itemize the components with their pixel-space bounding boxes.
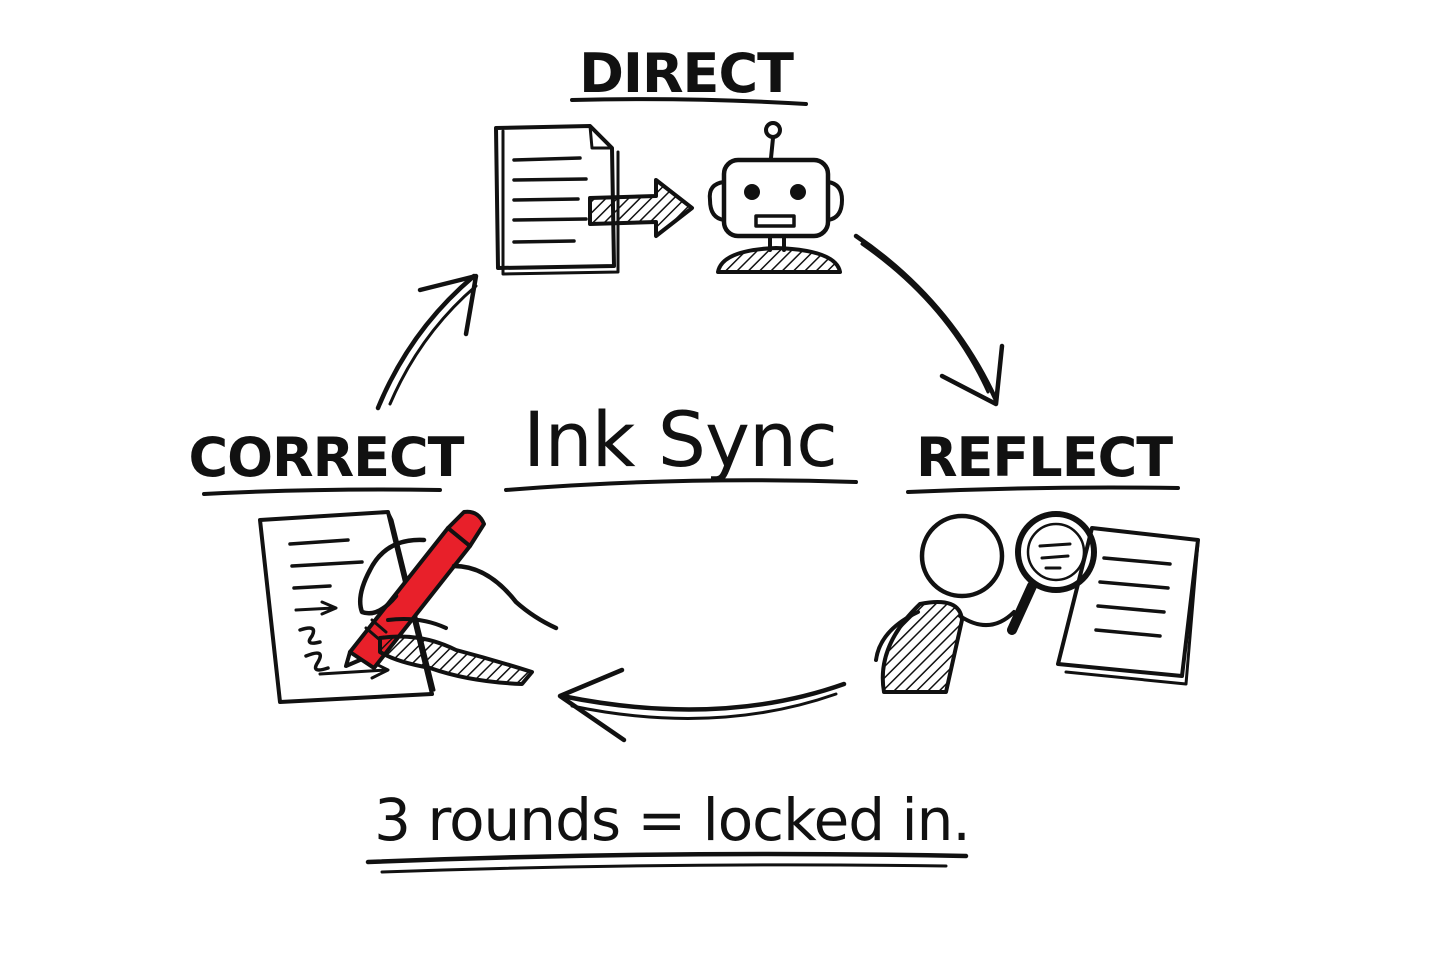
step-correct: CORRECT xyxy=(188,426,559,704)
step-correct-underline xyxy=(202,487,442,496)
footer-text: 3 rounds = locked in. xyxy=(374,786,970,854)
diagram-title: Ink Sync xyxy=(504,395,858,492)
hand-pen-icon xyxy=(344,509,559,686)
arrow-reflect-to-correct xyxy=(557,667,847,743)
footer-caption: 3 rounds = locked in. xyxy=(365,786,971,874)
diagram-title-text: Ink Sync xyxy=(523,395,837,484)
footer-underline-second xyxy=(380,863,948,874)
step-direct-label: DIRECT xyxy=(579,42,794,105)
step-reflect: REFLECT xyxy=(874,426,1200,694)
diagram-title-underline xyxy=(504,478,858,492)
step-direct-underline xyxy=(570,97,808,106)
step-reflect-label: REFLECT xyxy=(916,426,1173,489)
document-icon xyxy=(1056,526,1200,686)
footer-underline xyxy=(365,851,969,865)
arrow-correct-to-direct xyxy=(375,273,479,411)
step-correct-label: CORRECT xyxy=(188,426,464,489)
arrow-direct-to-reflect xyxy=(853,233,1005,407)
step-direct: DIRECT xyxy=(494,42,844,276)
person-icon xyxy=(874,513,1016,694)
magnifier-icon xyxy=(1007,511,1097,635)
arrow-right-icon xyxy=(588,178,694,238)
step-reflect-underline xyxy=(906,485,1180,494)
robot-icon xyxy=(707,121,844,274)
document-icon xyxy=(258,510,436,704)
